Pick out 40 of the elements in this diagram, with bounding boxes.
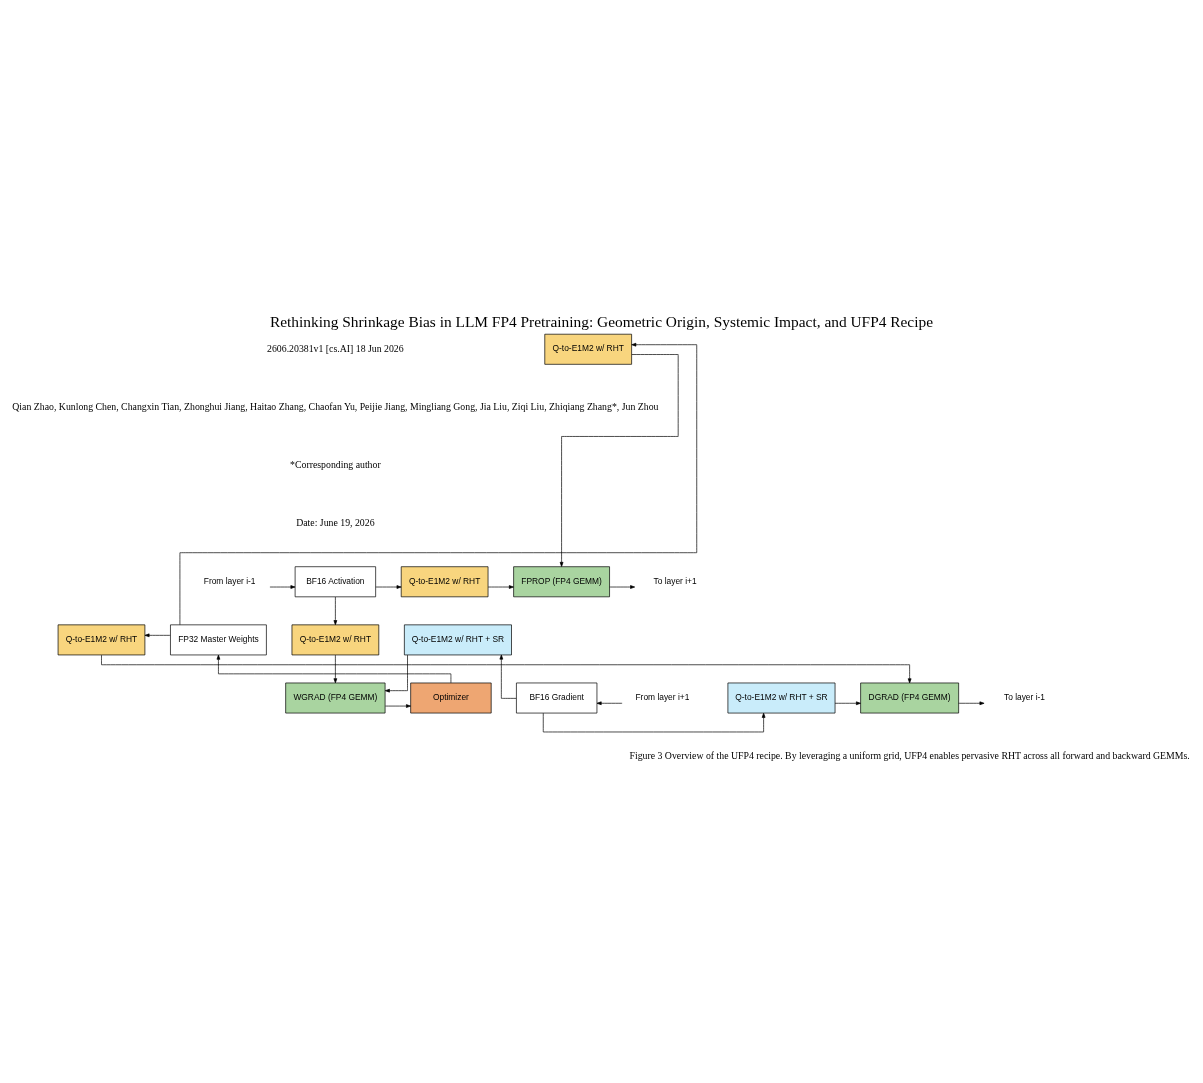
- node-text: From layer i+1: [635, 692, 690, 703]
- arrow: [269, 585, 296, 589]
- arrow: [144, 633, 171, 638]
- caption: Figure 3 Overview of the UFP4 recipe. By leveraging a uniform grid, UFP4 enables pervasive RHT across all forward and backward GEMMs.: [629, 749, 1190, 761]
- arrow: [375, 585, 402, 589]
- arrow: [958, 701, 985, 706]
- arrow: [559, 354, 679, 567]
- node-text: From layer i-1: [203, 575, 256, 586]
- label: Date: June 19, 2026: [296, 517, 375, 529]
- arrow: [333, 654, 338, 684]
- node-box: Q-to-E1M2 w/ RHT: [544, 333, 632, 365]
- arrow: [101, 654, 912, 684]
- arrow: [596, 701, 623, 706]
- arrow: [179, 342, 698, 626]
- diagram-title: Rethinking Shrinkage Bias in LLM FP4 Pretraining: Geometric Origin, Systemic Impact, and UFP4 Recipe: [270, 312, 933, 330]
- node-box: Q-to-E1M2 w/ RHT: [291, 624, 380, 656]
- node-box: BF16 Gradient: [516, 682, 598, 714]
- node-text: To layer i+1: [653, 575, 697, 586]
- arrow: [384, 654, 408, 693]
- node-box: FP32 Master Weights: [170, 624, 267, 656]
- arrow: [216, 654, 452, 684]
- arrow: [609, 585, 636, 589]
- arrow: [487, 585, 514, 589]
- arrow: [385, 704, 411, 708]
- node-box: BF16 Activation: [294, 566, 376, 598]
- node-text: To layer i-1: [1003, 692, 1046, 703]
- node-box: Optimizer: [410, 682, 492, 714]
- arrow: [834, 701, 861, 706]
- arrow: [542, 712, 766, 733]
- node-box: Q-to-E1M2 w/ RHT: [57, 624, 146, 656]
- node-box: Q-to-E1M2 w/ RHT + SR: [404, 624, 512, 656]
- label: Qian Zhao, Kunlong Chen, Changxin Tian, Zhonghui Jiang, Haitao Zhang, Chaofan Yu, Peijie Jiang, Mingliang Gong, Jia Liu, Ziqi Liu, Zhiqiang Zhang*, Jun Zhou: [12, 400, 659, 412]
- label: *Corresponding author: [290, 459, 381, 471]
- node-box: WGRAD (FP4 GEMM): [285, 682, 386, 714]
- label: 2606.20381v1 [cs.AI] 18 Jun 2026: [267, 342, 404, 354]
- node-box: FPROP (FP4 GEMM): [513, 566, 610, 598]
- arrow: [333, 596, 338, 626]
- node-box: Q-to-E1M2 w/ RHT: [400, 566, 489, 598]
- node-box: Q-to-E1M2 w/ RHT + SR: [727, 682, 836, 714]
- node-box: DGRAD (FP4 GEMM): [860, 682, 959, 714]
